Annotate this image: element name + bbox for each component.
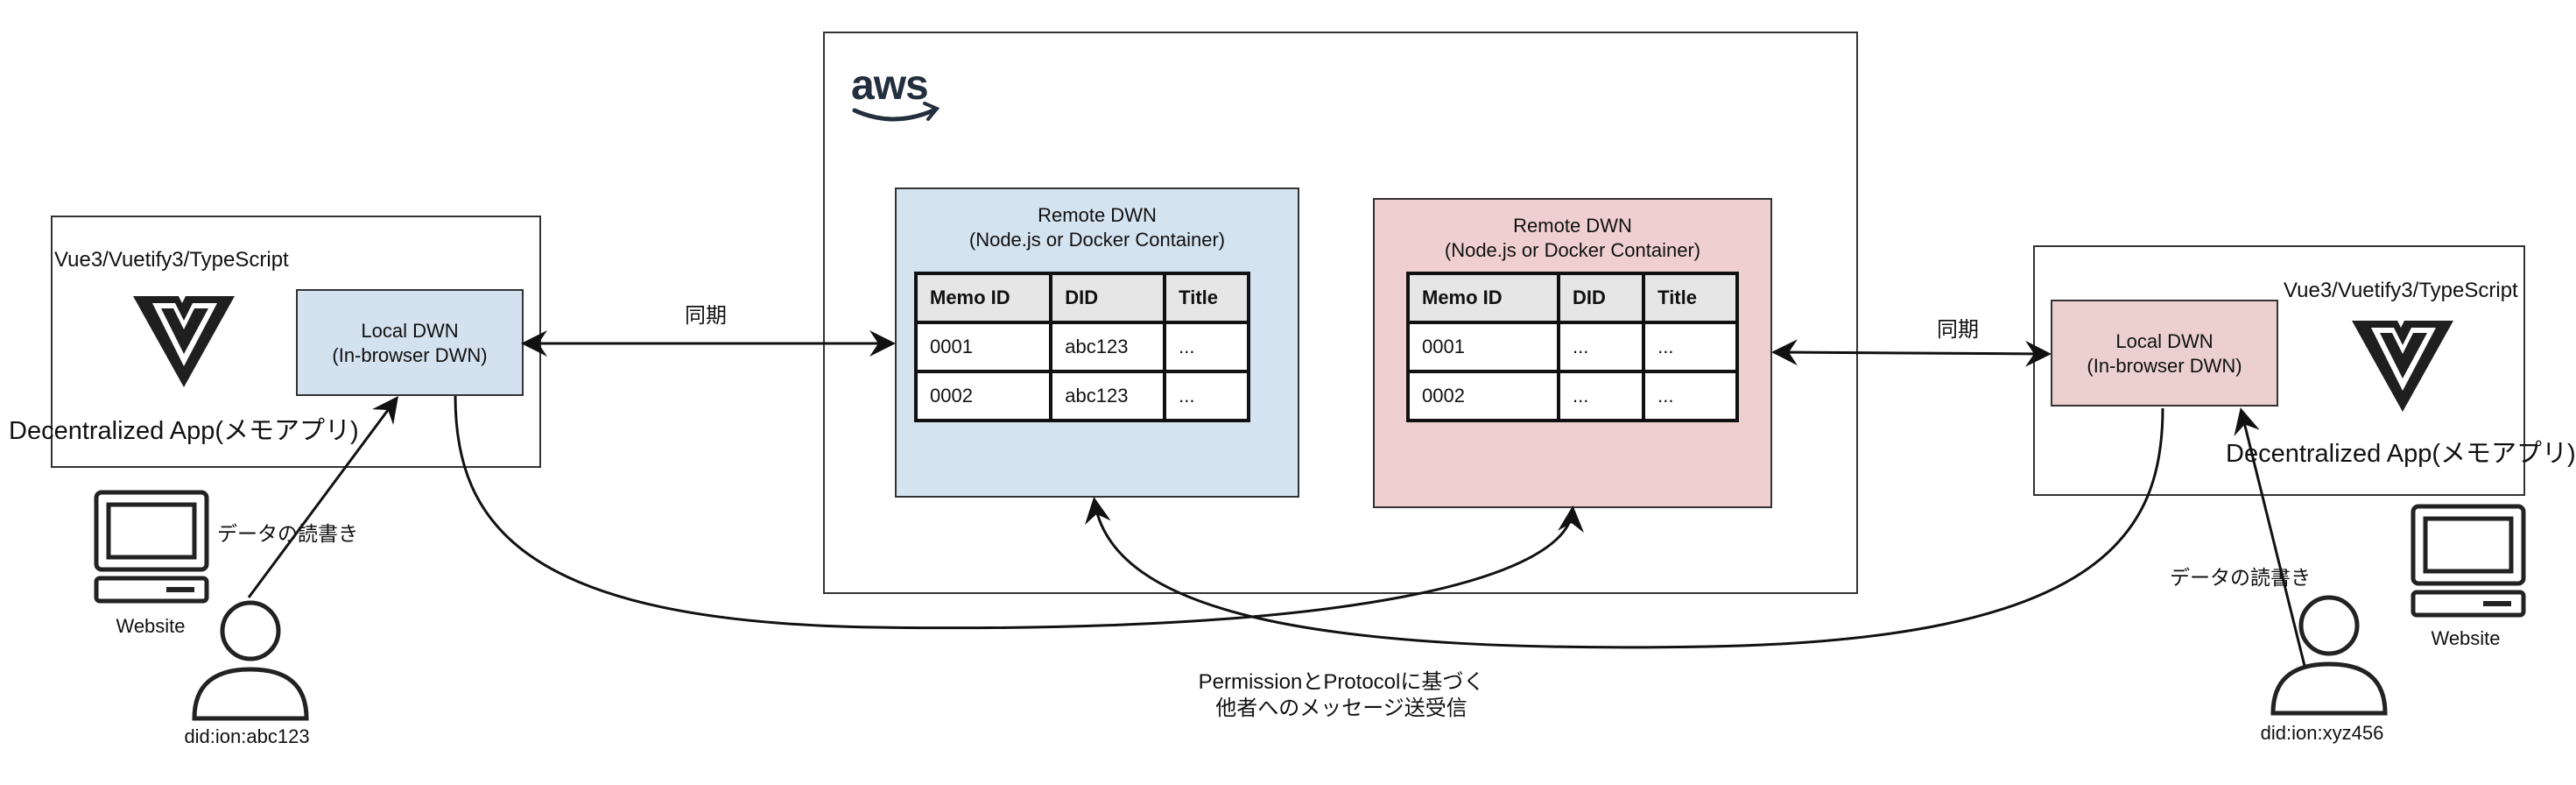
table-cell: ...	[1556, 370, 1646, 422]
messaging-curve-left	[454, 395, 1584, 630]
table-header: Memo ID	[913, 272, 1053, 324]
table-cell: ...	[1163, 321, 1250, 373]
table-row: 0002 ... ...	[1406, 370, 1739, 422]
computer-icon	[94, 490, 209, 604]
right-website-label: Website	[2431, 627, 2501, 649]
left-framework-label: Vue3/Vuetify3/TypeScript	[54, 248, 289, 272]
table-row: 0002 abc123 ...	[913, 370, 1250, 422]
table-header-row: Memo ID DID Title	[913, 272, 1250, 324]
left-local-dwn: Local DWN (In-browser DWN)	[296, 289, 524, 396]
aws-smile-icon	[852, 102, 940, 122]
table-row: 0001 ... ...	[1406, 321, 1739, 373]
remote-dwn-left-title: Remote DWN	[1038, 204, 1157, 226]
table-cell: ...	[1642, 370, 1739, 422]
left-local-dwn-subtitle: (In-browser DWN)	[332, 344, 488, 366]
table-cell: 0002	[1406, 370, 1560, 422]
computer-icon	[2411, 504, 2526, 618]
right-local-dwn: Local DWN (In-browser DWN)	[2051, 300, 2278, 407]
memo-table-left: Memo ID DID Title 0001 abc123 ... 0002 a…	[913, 272, 1250, 422]
table-header: Memo ID	[1406, 272, 1560, 324]
remote-dwn-right-subtitle: (Node.js or Docker Container)	[1444, 239, 1701, 261]
left-app-name: Decentralized App(メモアプリ)	[9, 417, 359, 445]
user-icon	[2270, 595, 2388, 716]
read-write-label-right: データの読書き	[2170, 566, 2311, 589]
vuetify-logo-icon	[2352, 321, 2453, 412]
table-cell: abc123	[1049, 370, 1167, 422]
read-write-arrow-left	[247, 395, 398, 598]
right-local-dwn-title: Local DWN	[2115, 330, 2214, 352]
left-local-dwn-title: Local DWN	[361, 320, 459, 342]
messaging-label-line1: PermissionとProtocolに基づく	[1198, 670, 1485, 694]
table-cell: ...	[1163, 370, 1250, 422]
table-row: 0001 abc123 ...	[913, 321, 1250, 373]
right-framework-label: Vue3/Vuetify3/TypeScript	[2284, 279, 2518, 302]
read-write-label-left: データの読書き	[217, 522, 358, 545]
table-cell: 0002	[913, 370, 1053, 422]
aws-logo-text: aws	[851, 62, 929, 109]
table-header: Title	[1642, 272, 1739, 324]
table-header: Title	[1163, 272, 1250, 324]
messaging-curve-right	[1085, 407, 2164, 649]
table-cell: 0001	[913, 321, 1053, 373]
remote-dwn-left-subtitle: (Node.js or Docker Container)	[968, 229, 1226, 251]
table-header: DID	[1556, 272, 1646, 324]
table-cell: ...	[1642, 321, 1739, 373]
read-write-arrow-right	[2234, 407, 2306, 667]
memo-table-right: Memo ID DID Title 0001 ... ... 0002 ... …	[1406, 272, 1739, 422]
left-user-did: did:ion:abc123	[184, 725, 310, 747]
table-cell: abc123	[1049, 321, 1167, 373]
remote-dwn-right-title: Remote DWN	[1513, 215, 1632, 237]
table-header-row: Memo ID DID Title	[1406, 272, 1739, 324]
sync-arrow-right	[1771, 339, 2052, 367]
right-user-did: did:ion:xyz456	[2260, 722, 2384, 744]
left-website-label: Website	[116, 615, 186, 637]
right-app-name: Decentralized App(メモアプリ)	[2226, 440, 2576, 468]
table-cell: ...	[1556, 321, 1646, 373]
right-local-dwn-subtitle: (In-browser DWN)	[2087, 355, 2242, 377]
table-header: DID	[1049, 272, 1167, 324]
table-cell: 0001	[1406, 321, 1560, 373]
sync-label-right: 同期	[1937, 318, 1979, 342]
messaging-label-line2: 他者へのメッセージ送受信	[1215, 697, 1467, 720]
sync-label-left: 同期	[685, 304, 727, 328]
remote-dwn-right: Remote DWN (Node.js or Docker Container)…	[1373, 198, 1772, 508]
user-icon	[192, 600, 309, 721]
remote-dwn-left: Remote DWN (Node.js or Docker Container)…	[895, 187, 1299, 498]
